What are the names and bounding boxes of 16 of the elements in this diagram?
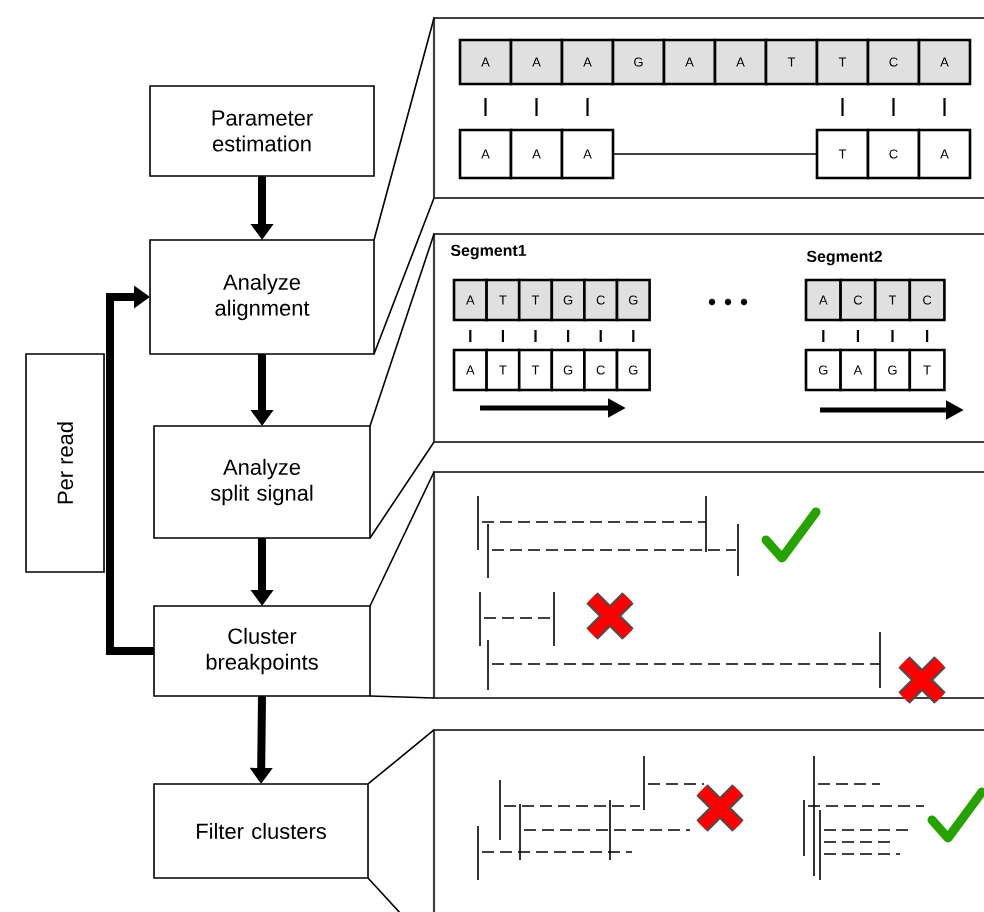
zoom-panel [432, 232, 984, 444]
zoom-line [373, 17, 435, 355]
loop-arrow [106, 285, 154, 655]
process-box: Analyze split signal [153, 425, 371, 539]
process-box: Analyze alignment [149, 239, 375, 355]
zoom-line [369, 233, 435, 539]
zoom-panel [432, 728, 984, 912]
zoom-panel [432, 470, 984, 700]
gap-line [612, 153, 818, 155]
process-box: Parameter estimation [149, 85, 375, 177]
zoom-line [367, 729, 435, 912]
zoom-panel [432, 16, 984, 200]
zoom-line [369, 471, 435, 699]
loop-box: Per read [25, 353, 105, 573]
process-box: Filter clusters [153, 783, 369, 879]
process-box: Cluster breakpoints [153, 605, 371, 697]
